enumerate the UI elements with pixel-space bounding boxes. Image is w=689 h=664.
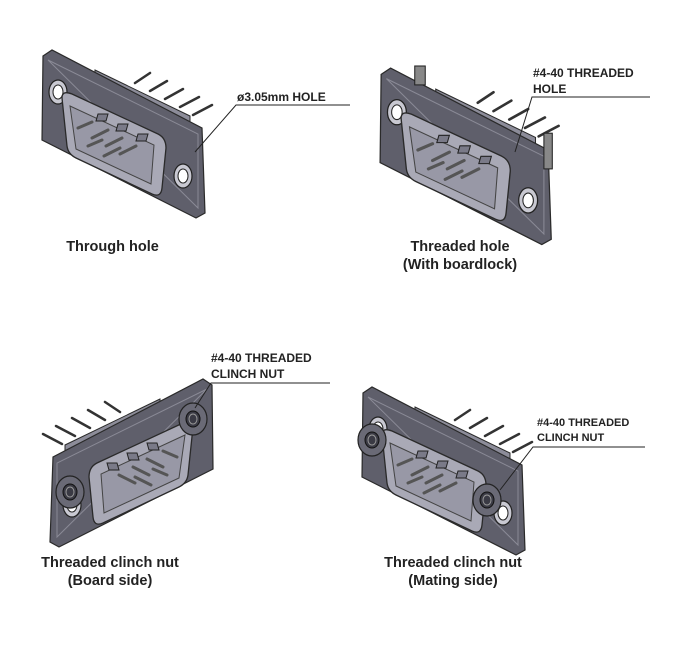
callout-hole-size: ø3.05mm HOLE — [237, 89, 326, 105]
callout-text: CLINCH NUT — [211, 367, 285, 381]
callout-clinch-nut-mating: #4-40 THREADED CLINCH NUT — [537, 416, 629, 446]
callout-leader-3 — [194, 382, 330, 409]
callout-leader-2 — [514, 96, 650, 153]
callout-text: CLINCH NUT — [537, 432, 605, 444]
caption-through-hole: Through hole — [40, 238, 185, 256]
callout-text: ø3.05mm HOLE — [237, 90, 326, 104]
clinch-nut-icon — [178, 402, 208, 436]
caption-subtext: (Mating side) — [408, 573, 498, 589]
through-hole-connector — [40, 48, 214, 220]
caption-text: Threaded hole — [410, 239, 510, 255]
callout-threaded-hole: #4-40 THREADED HOLE — [533, 65, 634, 97]
caption-clinch-nut-mating: Threaded clinch nut (Mating side) — [373, 554, 533, 590]
clinch-nut-icon — [472, 483, 502, 517]
callout-text: #4-40 THREADED — [211, 351, 312, 365]
caption-text: Threaded clinch nut — [384, 555, 522, 571]
clinch-nut-mating-side-connector — [360, 385, 534, 557]
callout-text: HOLE — [533, 82, 567, 96]
caption-text: Through hole — [66, 239, 159, 255]
callout-text: #4-40 THREADED — [537, 417, 630, 429]
caption-subtext: (With boardlock) — [402, 257, 518, 273]
caption-subtext: (Board side) — [67, 573, 153, 589]
threaded-hole-connector — [378, 65, 561, 247]
callout-leader-4 — [499, 446, 645, 491]
clinch-nut-icon — [55, 475, 85, 509]
caption-threaded-hole: Threaded hole (With boardlock) — [380, 238, 540, 274]
caption-text: Threaded clinch nut — [41, 555, 179, 571]
caption-clinch-nut-board: Threaded clinch nut (Board side) — [30, 554, 190, 590]
callout-leader-1 — [194, 104, 350, 153]
callout-clinch-nut-board: #4-40 THREADED CLINCH NUT — [211, 350, 312, 382]
clinch-nut-icon — [357, 423, 387, 457]
callout-text: #4-40 THREADED — [533, 66, 634, 80]
